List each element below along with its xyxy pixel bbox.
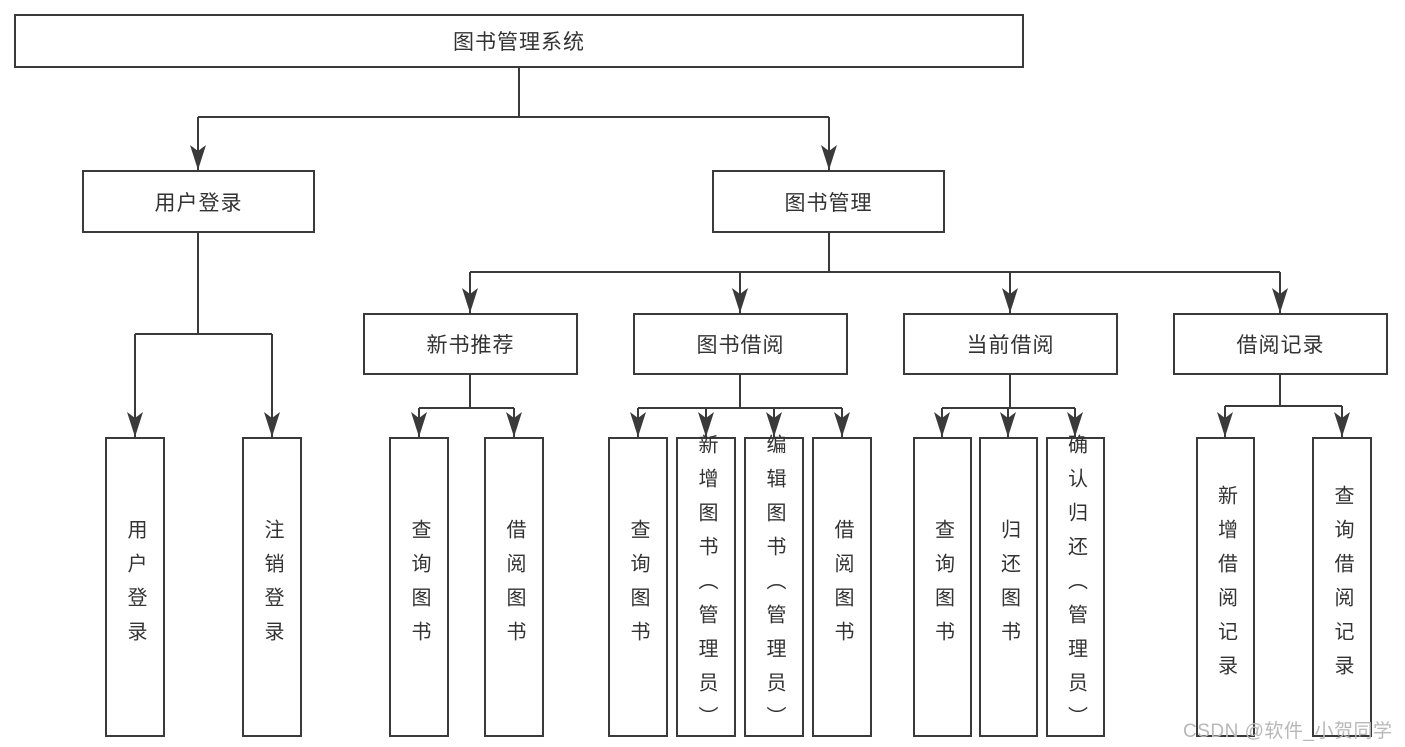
node-confirm-return-admin-label: 确认归还（管理员） xyxy=(1064,434,1087,740)
node-current-borrowing-label: 当前借阅 xyxy=(966,334,1055,357)
node-query-borrow-record: 查询借阅记录 xyxy=(1312,437,1372,737)
node-book-borrowing: 图书借阅 xyxy=(633,313,848,375)
node-query-books-recommend: 查询图书 xyxy=(389,437,449,737)
node-add-book-admin: 新增图书（管理员） xyxy=(676,434,736,740)
node-return-book: 归还图书 xyxy=(979,437,1038,737)
node-query-books-borrow: 查询图书 xyxy=(608,437,668,737)
node-library-management-system-label: 图书管理系统 xyxy=(453,31,585,54)
node-logout-action-label: 注销登录 xyxy=(261,519,283,655)
node-query-books-current: 查询图书 xyxy=(913,437,972,737)
node-query-books-borrow-label: 查询图书 xyxy=(627,519,649,655)
node-user-login-label: 用户登录 xyxy=(154,191,243,215)
node-add-book-admin-label: 新增图书（管理员） xyxy=(695,434,717,740)
node-book-management-label: 图书管理 xyxy=(784,191,873,215)
node-edit-book-admin: 编辑图书（管理员） xyxy=(744,434,804,740)
node-borrow-book-recommend-label: 借阅图书 xyxy=(503,519,525,655)
node-book-management: 图书管理 xyxy=(712,170,945,233)
node-book-borrowing-label: 图书借阅 xyxy=(696,334,785,357)
node-current-borrowing: 当前借阅 xyxy=(903,313,1118,375)
watermark-text: CSDN @软件_小贺同学 xyxy=(1183,721,1393,742)
node-query-borrow-record-label: 查询借阅记录 xyxy=(1331,485,1353,689)
node-borrow-book-action: 借阅图书 xyxy=(812,437,872,737)
node-add-borrow-record-label: 新增借阅记录 xyxy=(1214,485,1237,689)
node-borrow-book-action-label: 借阅图书 xyxy=(831,519,853,655)
node-new-book-recommendation-label: 新书推荐 xyxy=(426,334,515,357)
node-user-login-action: 用户登录 xyxy=(105,437,165,737)
node-user-login-action-label: 用户登录 xyxy=(124,519,146,655)
node-add-borrow-record: 新增借阅记录 xyxy=(1196,437,1255,737)
node-borrowing-records: 借阅记录 xyxy=(1173,313,1388,375)
node-return-book-label: 归还图书 xyxy=(997,519,1020,655)
node-query-books-recommend-label: 查询图书 xyxy=(408,519,430,655)
node-borrowing-records-label: 借阅记录 xyxy=(1236,334,1325,357)
node-borrow-book-recommend: 借阅图书 xyxy=(484,437,544,737)
node-library-management-system: 图书管理系统 xyxy=(14,14,1024,68)
node-query-books-current-label: 查询图书 xyxy=(931,519,954,655)
node-confirm-return-admin: 确认归还（管理员） xyxy=(1046,434,1105,740)
node-logout-action: 注销登录 xyxy=(242,437,302,737)
node-user-login: 用户登录 xyxy=(82,170,315,233)
node-edit-book-admin-label: 编辑图书（管理员） xyxy=(763,434,785,740)
node-new-book-recommendation: 新书推荐 xyxy=(363,313,578,375)
